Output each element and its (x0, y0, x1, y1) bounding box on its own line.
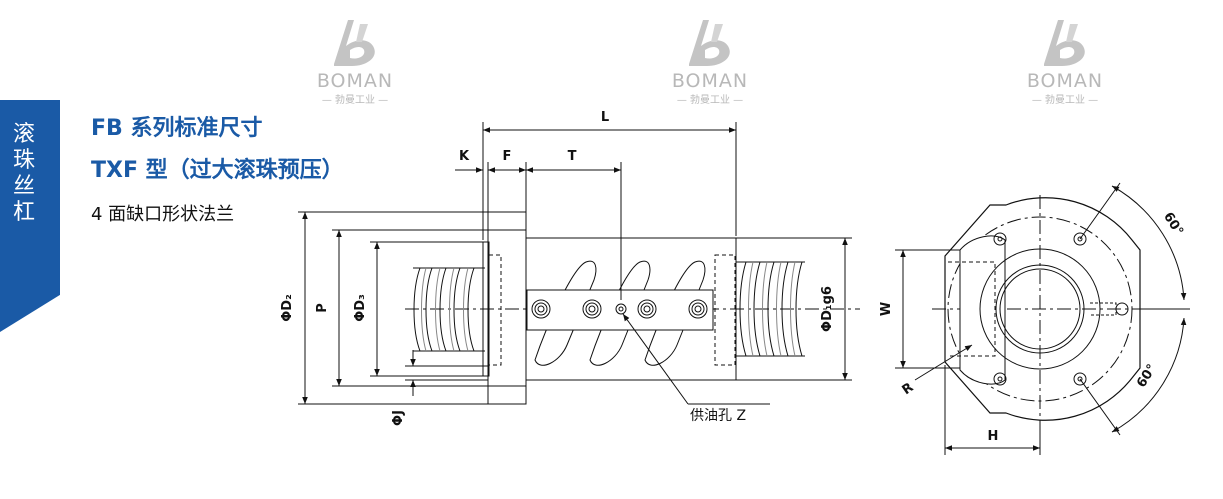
boman-logo-mark (1044, 20, 1085, 66)
side-tab-char: 杠 (12, 200, 35, 225)
logo-tagline: — 勃曼工业 — (676, 95, 744, 106)
side-tab-char: 珠 (12, 148, 35, 173)
screw-shaft-right (736, 261, 805, 357)
dim-KFT: K F T (455, 149, 622, 300)
dim-D1: ΦD₁g6 (736, 237, 852, 381)
dim-L-label: L (601, 110, 609, 125)
dim-R-label: R (900, 380, 917, 398)
nut-body (526, 237, 737, 381)
dim-W-label: W (879, 302, 894, 316)
oil-hole-callout: 供油孔 Z (622, 313, 770, 424)
oil-hole-label: 供油孔 Z (690, 408, 746, 424)
logo-brand: BOMAN (1026, 70, 1104, 92)
angle-bottom-label: 60° (1134, 362, 1160, 391)
series-title: FB 系列标准尺寸 (91, 116, 263, 141)
boman-logo-watermark: BOMAN — 勃曼工业 — (1010, 14, 1120, 106)
screw-shaft-left (413, 267, 485, 352)
logo-brand: BOMAN (671, 70, 749, 92)
boman-logo-mark (689, 20, 730, 66)
dim-D2-label: ΦD₂ (280, 294, 295, 322)
boman-logo-mark (334, 20, 375, 66)
side-tab-char: 滚 (12, 122, 35, 147)
logo-tagline: — 勃曼工业 — (1031, 95, 1099, 106)
flange-end-view: W H R 60° 60° (879, 182, 1190, 455)
boman-logo-watermark: BOMAN — 勃曼工业 — (655, 14, 765, 106)
dim-F-label: F (503, 149, 512, 164)
boman-logo-watermark: BOMAN — 勃曼工业 — (300, 14, 410, 106)
logo-brand: BOMAN (316, 70, 394, 92)
dim-P-label: P (315, 303, 330, 313)
dim-D3-label: ΦD₃ (353, 294, 368, 322)
dim-D1-label: ΦD₁g6 (820, 286, 835, 332)
dim-K-label: K (459, 149, 470, 164)
logo-tagline: — 勃曼工业 — (321, 95, 389, 106)
dim-H-label: H (988, 429, 999, 444)
flange-shape-subtitle: 4 面缺口形状法兰 (91, 204, 235, 225)
nut-flange (482, 211, 527, 405)
dim-T-label: T (568, 149, 577, 164)
dim-vertical-left: ΦD₂ P ΦD₃ ΦJ (280, 211, 488, 426)
side-category-tab: 滚 珠 丝 杠 (0, 100, 60, 332)
model-title: TXF 型（过大滚珠预压） (91, 158, 344, 183)
side-tab-char: 丝 (12, 174, 35, 199)
dim-L: L (482, 110, 737, 240)
angle-top-label: 60° (1160, 210, 1186, 239)
dim-J-label: ΦJ (391, 410, 406, 426)
